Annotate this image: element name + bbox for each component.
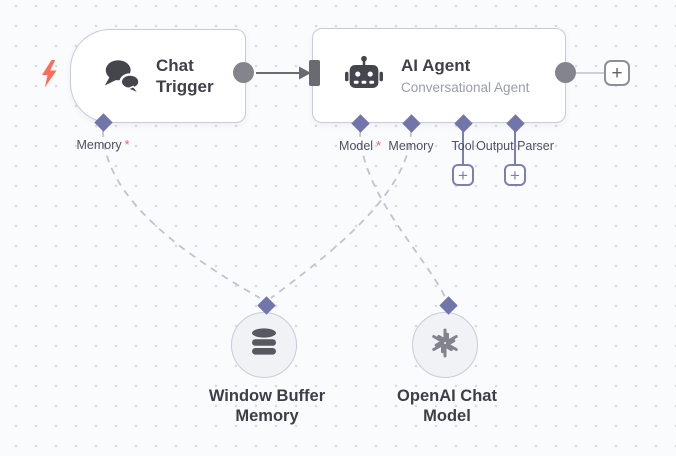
node-chat-trigger[interactable]: Chat Trigger bbox=[70, 29, 246, 123]
trigger-output-port[interactable] bbox=[233, 62, 254, 83]
required-asterisk: * bbox=[376, 139, 381, 153]
agent-input-port[interactable] bbox=[309, 60, 320, 86]
edge-model-to-openai[interactable] bbox=[359, 129, 446, 298]
node-subtitle-ai-agent: Conversational Agent bbox=[401, 79, 530, 95]
database-icon bbox=[249, 327, 279, 363]
port-label-trigger-memory: Memory* bbox=[76, 138, 130, 152]
plus-icon: + bbox=[510, 165, 520, 185]
edge-agent-memory-to-buffer[interactable] bbox=[270, 129, 412, 299]
agent-output-port[interactable] bbox=[555, 62, 576, 83]
node-window-buffer-memory[interactable] bbox=[231, 312, 297, 378]
node-openai-chat-model[interactable] bbox=[412, 312, 478, 378]
port-label-model: Model* bbox=[339, 139, 381, 153]
plus-icon: + bbox=[458, 165, 468, 185]
port-label-output-parser: Output Parser bbox=[476, 139, 554, 153]
add-tool-button[interactable]: + bbox=[452, 164, 474, 186]
node-title-ai-agent: AI Agent bbox=[401, 56, 471, 76]
node-title-window-buffer-memory: Window Buffer Memory bbox=[208, 387, 326, 426]
port-label-tool: Tool bbox=[451, 139, 475, 153]
node-ai-agent[interactable]: AI Agent Conversational Agent bbox=[312, 28, 566, 123]
edge-trigger-memory-to-buffer[interactable] bbox=[102, 129, 261, 299]
add-next-node-button[interactable]: + bbox=[604, 60, 630, 86]
edge-arrowhead bbox=[299, 66, 311, 80]
lightning-bolt-icon bbox=[40, 60, 58, 93]
robot-icon bbox=[341, 54, 387, 98]
plus-icon: + bbox=[611, 62, 623, 84]
openai-logo-icon bbox=[428, 326, 462, 365]
chat-bubbles-icon bbox=[101, 56, 143, 96]
port-label-memory: Memory bbox=[388, 139, 434, 153]
node-title-openai-chat-model: OpenAI Chat Model bbox=[397, 387, 497, 426]
required-asterisk: * bbox=[124, 138, 130, 152]
add-output-parser-button[interactable]: + bbox=[504, 164, 526, 186]
node-title-chat-trigger: Chat Trigger bbox=[156, 55, 214, 96]
